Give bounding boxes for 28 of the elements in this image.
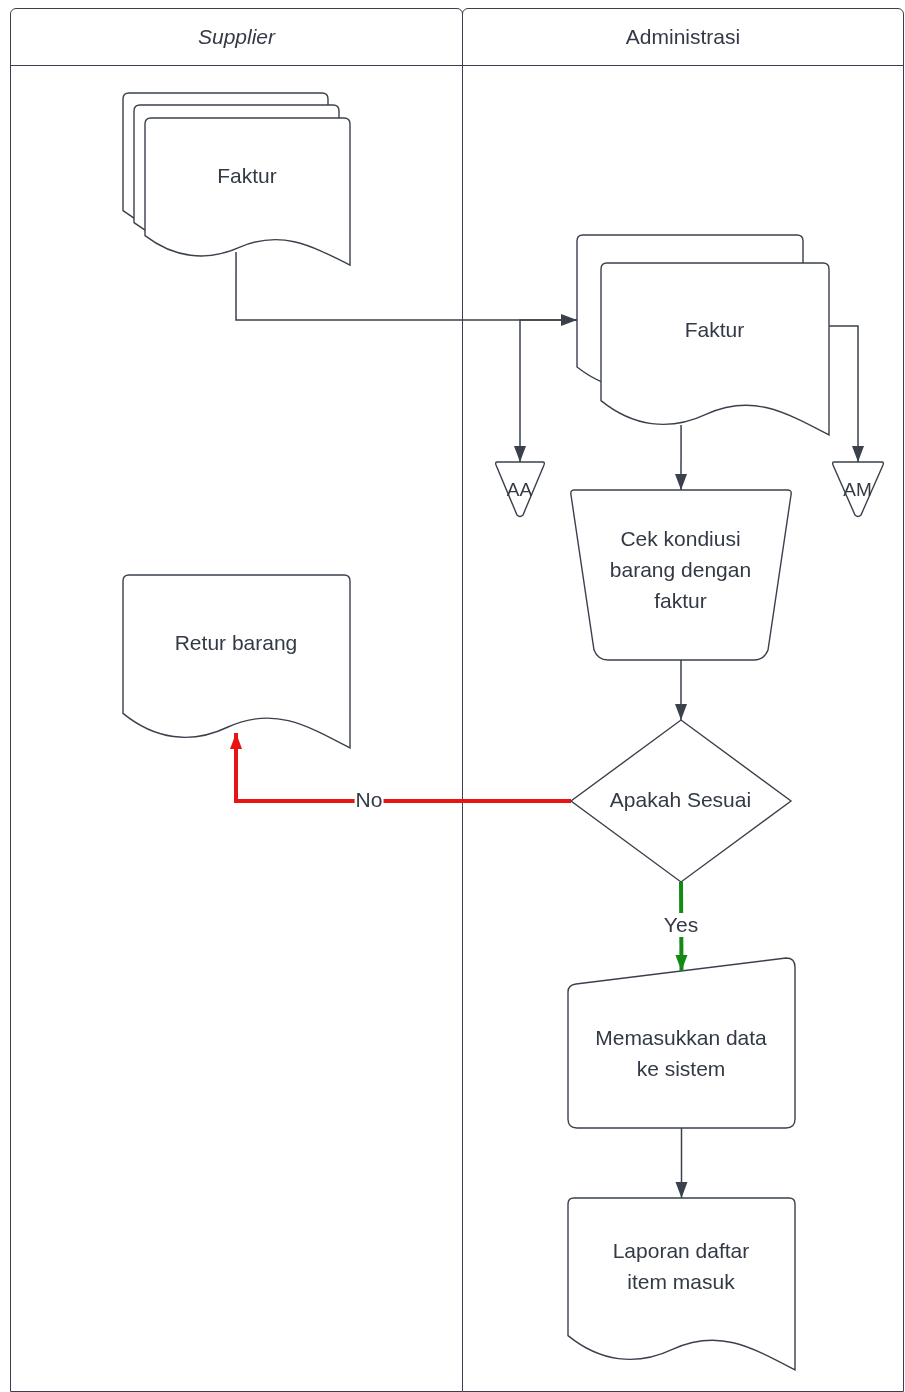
arrow <box>675 424 687 491</box>
arrow <box>675 1127 688 1199</box>
swimlane <box>462 8 904 1392</box>
off-page-connector <box>494 461 545 518</box>
node-label: Memasukkan data ke sistem <box>594 1024 768 1082</box>
decision-diamond <box>570 719 791 882</box>
lane-header: Administrasi <box>463 9 903 66</box>
arrow <box>828 325 864 463</box>
arrow <box>230 732 571 803</box>
multiple-documents-shape <box>122 92 350 265</box>
document-shape <box>122 574 350 748</box>
node-label: Faktur <box>684 317 745 343</box>
arrow <box>514 319 578 463</box>
manual-input-shape <box>567 957 795 1128</box>
multiple-documents-shape <box>576 234 829 435</box>
node-label: AM <box>843 478 872 502</box>
node-label: Apakah Sesuai <box>609 787 752 813</box>
node-label: Retur barang <box>174 629 298 656</box>
node-label: Cek kondiusi barang dengan faktur <box>608 526 753 614</box>
manual-operation-trapezoid <box>569 489 792 660</box>
node-label: Faktur <box>217 162 277 189</box>
edge-label: Yes <box>662 913 700 937</box>
document-shape <box>567 1197 795 1370</box>
swimlane <box>10 8 463 1392</box>
node-label: Laporan daftar item masuk <box>611 1237 751 1295</box>
off-page-connector <box>831 461 884 518</box>
arrow <box>675 659 687 721</box>
node-label: AA <box>506 478 533 502</box>
